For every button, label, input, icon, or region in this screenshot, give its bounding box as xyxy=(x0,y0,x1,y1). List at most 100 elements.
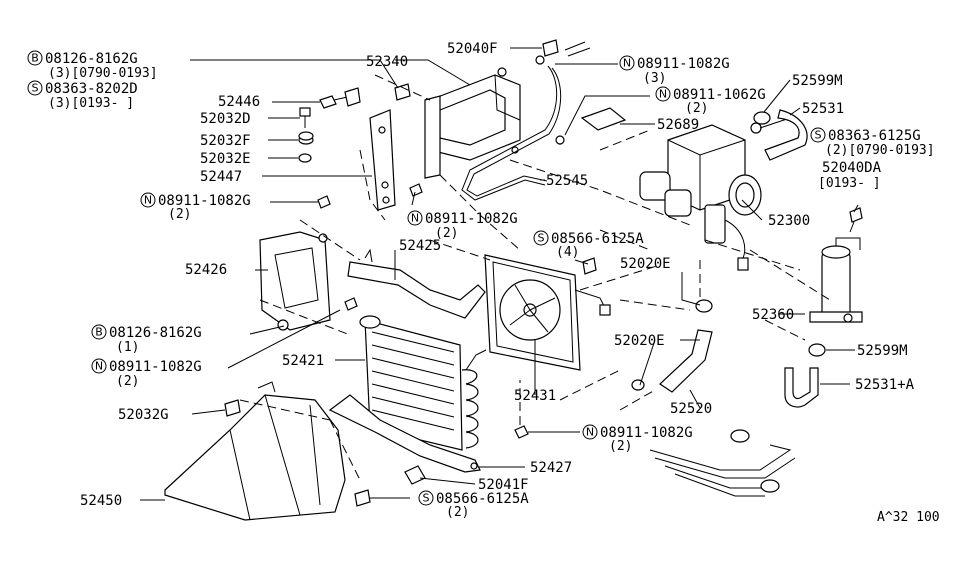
label-52040da: 52040DA xyxy=(822,160,882,176)
label-52426: 52426 xyxy=(185,262,227,278)
label-52531: 52531 xyxy=(802,101,844,117)
label-52032f: 52032F xyxy=(200,133,251,149)
label-52360: 52360 xyxy=(752,307,794,323)
svg-text:08363-6125G: 08363-6125G xyxy=(828,128,921,144)
svg-text:08911-1082G: 08911-1082G xyxy=(425,211,518,227)
label-n-08911-1082g-low: N 08911-1082G (2) xyxy=(91,358,202,389)
svg-text:S: S xyxy=(815,129,822,142)
bolt-08566-top xyxy=(582,257,597,275)
label-n-08911-1082g-mid: N 08911-1082G (2) xyxy=(407,210,518,241)
pipe-assembly-bottom xyxy=(649,429,796,497)
label-52300: 52300 xyxy=(768,213,810,229)
label-52040da-range: [0193- ] xyxy=(818,176,881,191)
label-52427: 52427 xyxy=(530,460,572,476)
label-52040f: 52040F xyxy=(447,41,498,57)
svg-text:N: N xyxy=(144,194,152,207)
svg-text:N: N xyxy=(95,360,103,373)
label-52421: 52421 xyxy=(282,353,324,369)
clamp-52020e-top xyxy=(695,299,713,313)
label-s-08566-6125a-top: S 08566-6125A (4) xyxy=(533,230,644,260)
label-n-08911-1082g-left: N 08911-1082G (2) xyxy=(140,192,251,222)
svg-text:(2): (2) xyxy=(685,101,708,116)
svg-text:B: B xyxy=(95,326,103,339)
svg-text:S: S xyxy=(538,232,545,245)
clamp-52599m-top xyxy=(753,111,771,125)
svg-text:08911-1082G: 08911-1082G xyxy=(158,193,251,209)
svg-text:B: B xyxy=(31,52,39,65)
label-52446: 52446 xyxy=(218,94,260,110)
label-52340: 52340 xyxy=(366,54,408,70)
bracket-52340 xyxy=(424,67,521,179)
fan-shroud-52431 xyxy=(484,254,611,371)
clamp-52020e-low xyxy=(631,379,645,391)
clip-52040f xyxy=(535,39,591,65)
label-52447: 52447 xyxy=(200,169,242,185)
bolt-08566-bottom xyxy=(354,489,371,507)
bracket-52447 xyxy=(369,109,396,211)
label-52599m-low: 52599M xyxy=(857,343,908,359)
bracket-52427 xyxy=(328,394,481,473)
label-52020e-top: 52020E xyxy=(620,256,671,272)
label-52531a: 52531+A xyxy=(855,377,915,393)
washer-52032f xyxy=(298,131,314,145)
clamp-52599m-low xyxy=(808,343,826,357)
svg-text:S: S xyxy=(423,492,430,505)
label-52425: 52425 xyxy=(399,238,441,254)
bolt-52040da xyxy=(849,207,863,233)
svg-text:N: N xyxy=(659,88,667,101)
label-52431: 52431 xyxy=(514,388,556,404)
bracket-52426 xyxy=(259,231,331,331)
leader-lines xyxy=(140,47,859,501)
bolt-08126-top xyxy=(394,83,411,101)
svg-text:08363-8202D: 08363-8202D xyxy=(45,81,138,97)
svg-text:N: N xyxy=(623,57,631,70)
bracket-52689 xyxy=(555,107,627,145)
svg-text:(3)[0790-0193]: (3)[0790-0193] xyxy=(48,66,158,81)
nut-08911-left xyxy=(317,195,331,209)
label-52020e-low: 52020E xyxy=(614,333,665,349)
nut-08911-bottom xyxy=(514,425,529,439)
bolt-52032d xyxy=(299,107,311,128)
label-52599m-top: 52599M xyxy=(792,73,843,89)
svg-text:(2): (2) xyxy=(609,439,632,454)
label-52450: 52450 xyxy=(80,493,122,509)
bolt-52032g xyxy=(224,399,241,417)
label-n-08911-1062g: N 08911-1062G (2) xyxy=(655,86,766,116)
svg-text:(2): (2) xyxy=(168,207,191,222)
label-52520: 52520 xyxy=(670,401,712,417)
svg-text:08911-1062G: 08911-1062G xyxy=(673,87,766,103)
svg-text:(1): (1) xyxy=(116,340,139,355)
reservoir-52360 xyxy=(809,237,863,323)
svg-text:N: N xyxy=(586,426,594,439)
svg-text:08566-6125A: 08566-6125A xyxy=(436,491,529,507)
nut-08911-mid xyxy=(409,183,423,197)
svg-text:(2): (2) xyxy=(116,374,139,389)
svg-text:S: S xyxy=(32,82,39,95)
cover-52450 xyxy=(164,381,346,521)
hose-52520 xyxy=(659,329,713,393)
label-n-08911-1082g-bot: N 08911-1082G (2) xyxy=(582,424,693,454)
svg-text:08911-1082G: 08911-1082G xyxy=(637,56,730,72)
svg-text:(2): (2) xyxy=(446,505,469,520)
label-52032e: 52032E xyxy=(200,151,251,167)
svg-text:(3)[0193- ]: (3)[0193- ] xyxy=(48,96,134,111)
svg-text:(3): (3) xyxy=(643,71,666,86)
label-s-08363-8202d: S 08363-8202D (3)[0193- ] xyxy=(27,80,138,111)
svg-text:(4): (4) xyxy=(556,245,579,260)
svg-text:(2): (2) xyxy=(435,226,458,241)
label-s-08566-6125a-bot: S 08566-6125A (2) xyxy=(418,490,529,520)
label-s-08363-6125g: S 08363-6125G (2)[0790-0193] xyxy=(810,127,935,158)
washer-52032e xyxy=(298,153,312,163)
svg-text:08126-8162G: 08126-8162G xyxy=(109,325,202,341)
label-52032d: 52032D xyxy=(200,111,251,127)
label-n-08911-1082g-top: N 08911-1082G (3) xyxy=(619,55,730,86)
svg-text:08566-6125A: 08566-6125A xyxy=(551,231,644,247)
actuator-52300 xyxy=(639,117,791,271)
pipe-52545 xyxy=(461,65,562,201)
label-52032g: 52032G xyxy=(118,407,169,423)
svg-text:08911-1082G: 08911-1082G xyxy=(109,359,202,375)
label-52041f: 52041F xyxy=(478,477,529,493)
bolt-52446 xyxy=(319,87,361,109)
label-b-08126-8162g-low: B 08126-8162G (1) xyxy=(91,324,202,355)
